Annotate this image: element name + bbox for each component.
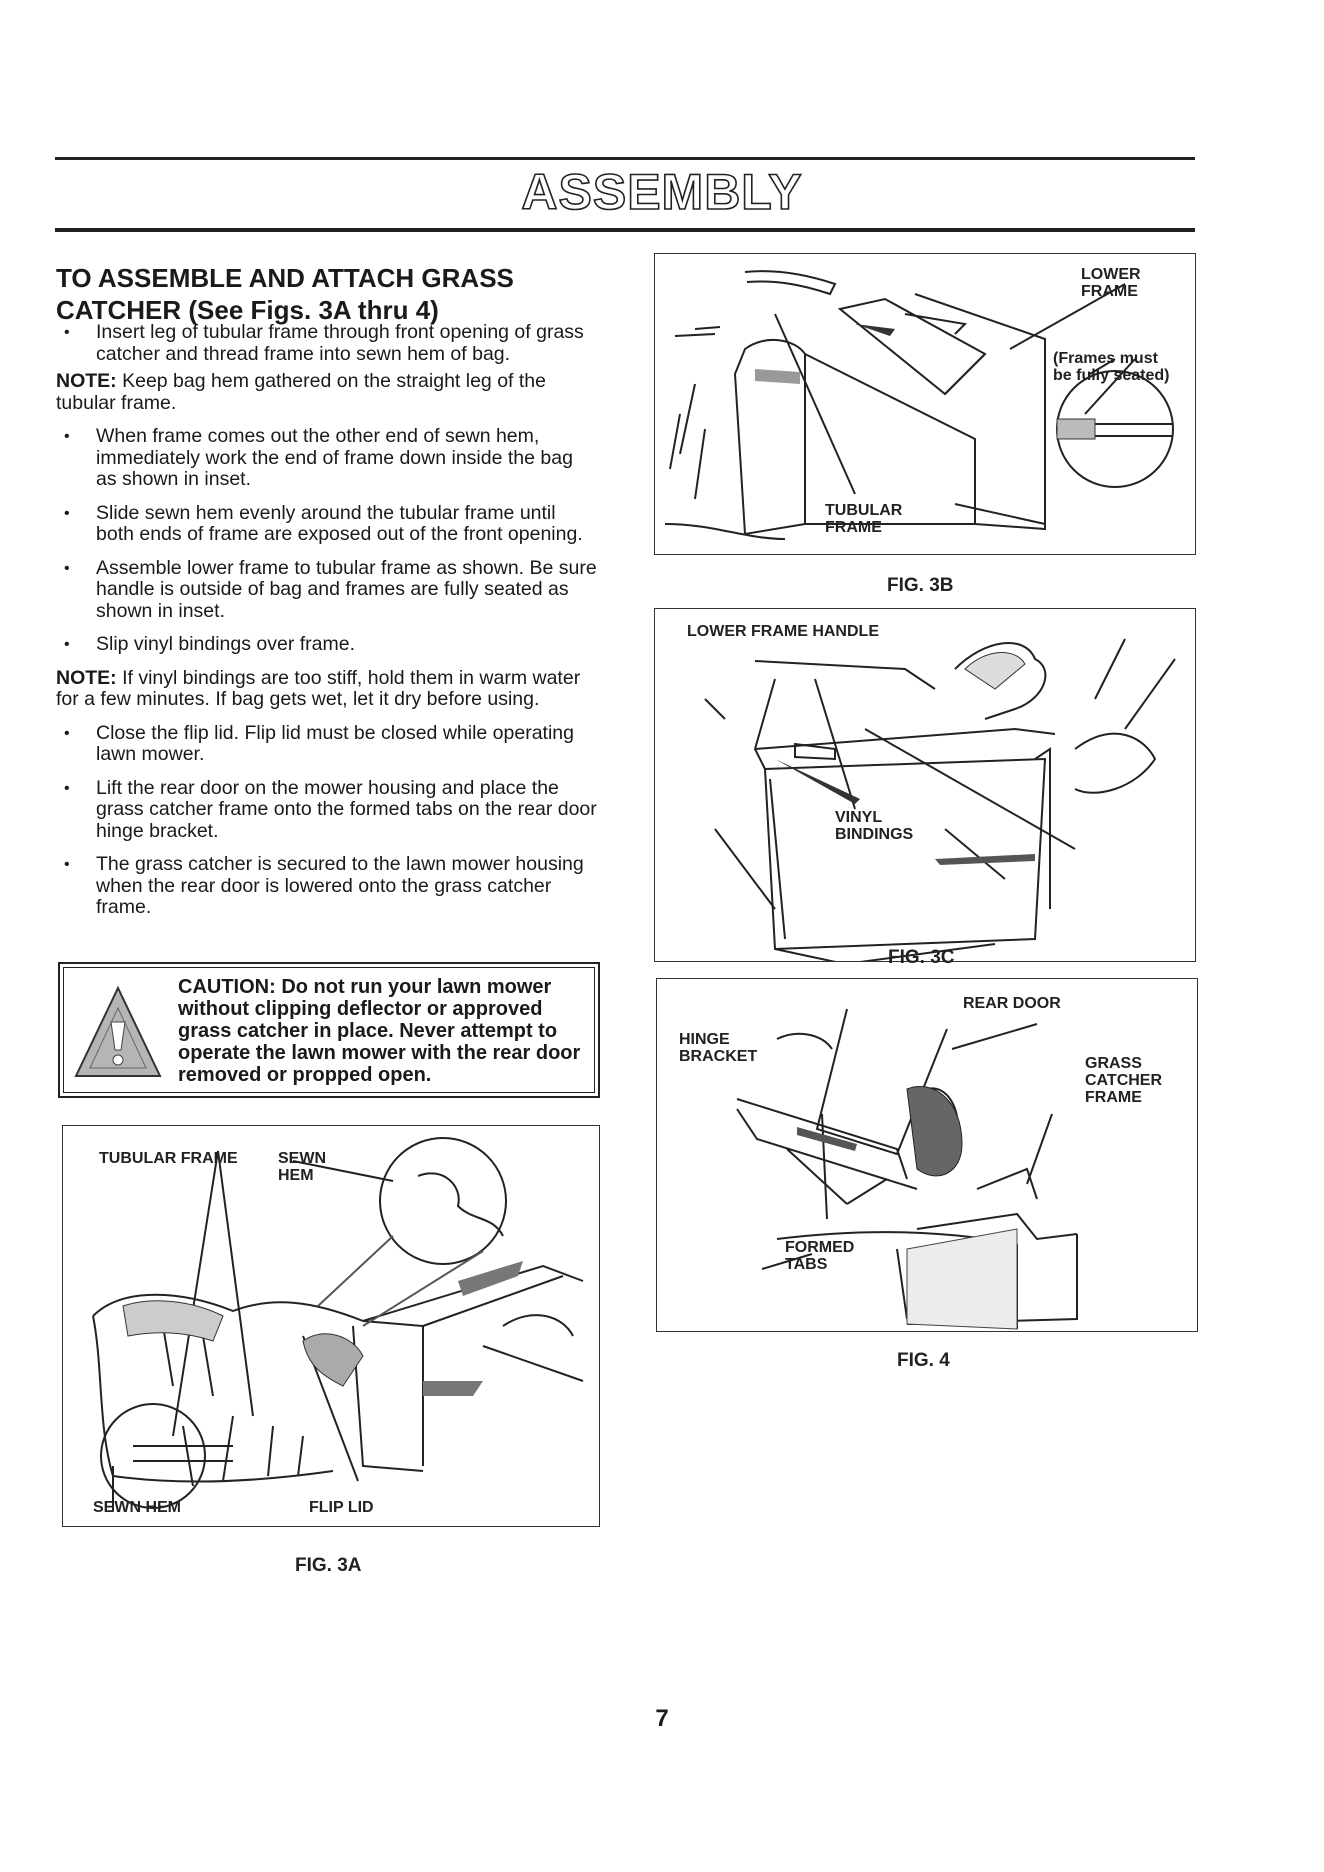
note-1: NOTE: Keep bag hem gathered on the strai… <box>56 370 598 414</box>
caption-fig-4: FIG. 4 <box>897 1350 950 1371</box>
label-hinge-bracket: HINGE BRACKET <box>679 1031 758 1065</box>
label-sewn-hem-bottom: SEWN HEM <box>93 1499 181 1516</box>
label-rear-door: REAR DOOR <box>963 995 1061 1012</box>
top-rule <box>55 157 1195 160</box>
label-flip-lid: FLIP LID <box>309 1499 374 1516</box>
step-8: The grass catcher is secured to the lawn… <box>56 853 598 919</box>
label-frames-seated: (Frames must be fully seated) <box>1053 350 1170 384</box>
label-grass-catcher-frame: GRASS CATCHER FRAME <box>1085 1055 1163 1106</box>
step-3: Slide sewn hem evenly around the tubular… <box>56 502 598 546</box>
step-4: Assemble lower frame to tubular frame as… <box>56 557 598 623</box>
step-5: Slip vinyl bindings over frame. <box>56 633 598 656</box>
label-lower-frame-handle: LOWER FRAME HANDLE <box>687 623 879 640</box>
note-2-text: If vinyl bindings are too stiff, hold th… <box>56 666 581 710</box>
caption-fig-3b: FIG. 3B <box>887 575 954 596</box>
caution-text: CAUTION: Do not run your lawn mower with… <box>178 976 581 1086</box>
note-1-text: Keep bag hem gathered on the straight le… <box>56 370 546 414</box>
figure-3b: LOWER FRAME (Frames must be fully seated… <box>654 253 1196 555</box>
fig-3a-illustration <box>92 1137 584 1511</box>
note-2: NOTE: If vinyl bindings are too stiff, h… <box>56 666 598 711</box>
caution-box: CAUTION: Do not run your lawn mower with… <box>58 962 600 1098</box>
page-number: 7 <box>655 1705 669 1732</box>
page-title: ASSEMBLY <box>521 163 803 221</box>
label-lower-frame: LOWER FRAME <box>1081 266 1141 300</box>
fig-3c-illustration <box>704 638 1176 961</box>
label-vinyl-bindings: VINYL BINDINGS <box>835 809 914 843</box>
label-tubular-frame: TUBULAR FRAME <box>99 1150 238 1167</box>
note-1-label: NOTE: <box>56 370 117 392</box>
figure-3c: LOWER FRAME HANDLE VINYL BINDINGS <box>654 608 1196 962</box>
caption-fig-3c: FIG. 3C <box>888 947 955 968</box>
caption-fig-3a: FIG. 3A <box>295 1555 362 1576</box>
label-tubular-frame-3b: TUBULAR FRAME <box>825 502 903 536</box>
step-6: Close the flip lid. Flip lid must be clo… <box>56 722 598 766</box>
title-rule <box>55 228 1195 232</box>
warning-icon <box>74 985 162 1077</box>
label-sewn-hem-top: SEWN HEM <box>278 1150 326 1184</box>
figure-4: REAR DOOR HINGE BRACKET GRASS CATCHER FR… <box>656 978 1198 1332</box>
fig-4-illustration <box>736 1008 1078 1330</box>
figure-3a: TUBULAR FRAME SEWN HEM SEWN HEM FLIP LID <box>62 1125 600 1527</box>
step-2: When frame comes out the other end of se… <box>56 425 598 491</box>
note-2-label: NOTE: <box>56 666 117 689</box>
step-7: Lift the rear door on the mower housing … <box>56 777 598 843</box>
label-formed-tabs: FORMED TABS <box>785 1239 855 1273</box>
step-1: Insert leg of tubular frame through fron… <box>56 321 598 365</box>
instructions-column: Insert leg of tubular frame through fron… <box>56 321 598 919</box>
section-heading: TO ASSEMBLE AND ATTACH GRASS CATCHER (Se… <box>56 263 514 325</box>
fig-3b-illustration <box>664 270 1174 540</box>
